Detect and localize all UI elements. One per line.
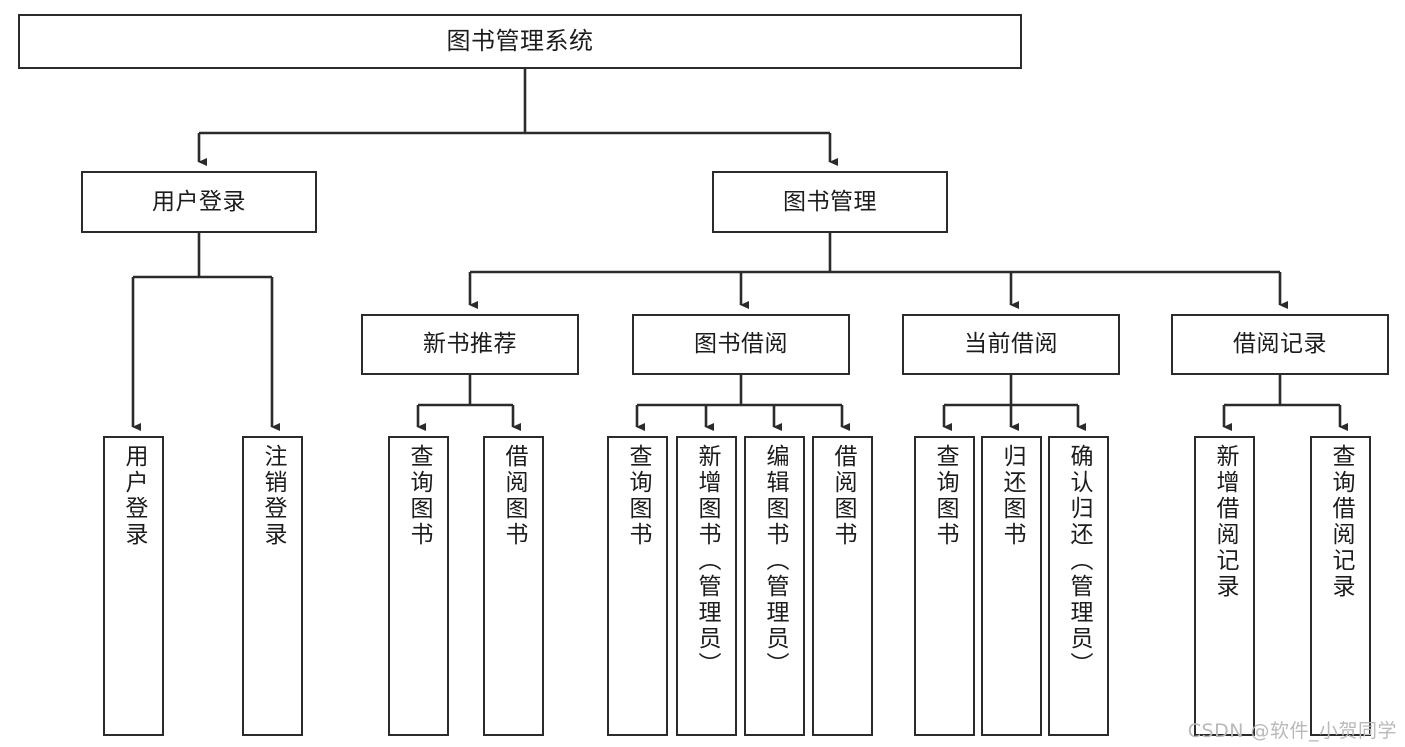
node-leaf-edit-book[interactable]: 编辑图书（管理员） [744, 436, 805, 736]
node-leaf-borrow-book-rec-label: 借阅图书 [501, 444, 527, 548]
node-user-login-label: 用户登录 [152, 188, 246, 215]
node-leaf-add-book-label: 新增图书（管理员） [694, 444, 720, 678]
node-new-book-recommend-label: 新书推荐 [423, 331, 517, 358]
node-leaf-return-book[interactable]: 归还图书 [981, 436, 1042, 736]
node-leaf-query-book-rec[interactable]: 查询图书 [388, 436, 449, 736]
watermark: CSDN @软件_小贺同学 [1187, 720, 1397, 742]
node-leaf-query-book-current-label: 查询图书 [932, 444, 958, 548]
node-leaf-borrow-book-rec[interactable]: 借阅图书 [483, 436, 544, 736]
node-leaf-query-record-label: 查询借阅记录 [1328, 444, 1354, 600]
node-leaf-edit-book-label: 编辑图书（管理员） [762, 444, 788, 678]
node-leaf-borrow-book-label: 借阅图书 [830, 444, 856, 548]
node-borrow-record-label: 借阅记录 [1233, 331, 1327, 358]
node-leaf-borrow-book[interactable]: 借阅图书 [812, 436, 873, 736]
node-leaf-user-logout[interactable]: 注销登录 [242, 436, 303, 736]
node-root[interactable]: 图书管理系统 [18, 14, 1022, 69]
node-leaf-user-login-label: 用户登录 [121, 444, 147, 548]
node-leaf-query-book-borrow[interactable]: 查询图书 [607, 436, 668, 736]
node-book-manage-label: 图书管理 [783, 188, 877, 215]
node-book-borrow-label: 图书借阅 [694, 331, 788, 358]
node-leaf-query-book-current[interactable]: 查询图书 [914, 436, 975, 736]
node-leaf-query-book-borrow-label: 查询图书 [625, 444, 651, 548]
node-new-book-recommend[interactable]: 新书推荐 [361, 314, 579, 375]
node-root-label: 图书管理系统 [446, 26, 594, 55]
node-leaf-add-record[interactable]: 新增借阅记录 [1194, 436, 1255, 736]
node-current-borrow[interactable]: 当前借阅 [902, 314, 1120, 375]
node-book-borrow[interactable]: 图书借阅 [632, 314, 850, 375]
node-leaf-add-record-label: 新增借阅记录 [1212, 444, 1238, 600]
node-leaf-query-book-rec-label: 查询图书 [406, 444, 432, 548]
node-book-manage[interactable]: 图书管理 [712, 171, 948, 233]
node-current-borrow-label: 当前借阅 [964, 331, 1058, 358]
node-user-login[interactable]: 用户登录 [81, 171, 317, 233]
node-leaf-query-record[interactable]: 查询借阅记录 [1310, 436, 1371, 736]
node-leaf-user-logout-label: 注销登录 [260, 444, 286, 548]
node-borrow-record[interactable]: 借阅记录 [1171, 314, 1389, 375]
node-leaf-add-book[interactable]: 新增图书（管理员） [676, 436, 737, 736]
node-leaf-return-book-label: 归还图书 [999, 444, 1025, 548]
node-leaf-user-login[interactable]: 用户登录 [103, 436, 164, 736]
node-leaf-confirm-return-label: 确认归还（管理员） [1066, 444, 1092, 678]
node-leaf-confirm-return[interactable]: 确认归还（管理员） [1048, 436, 1109, 736]
